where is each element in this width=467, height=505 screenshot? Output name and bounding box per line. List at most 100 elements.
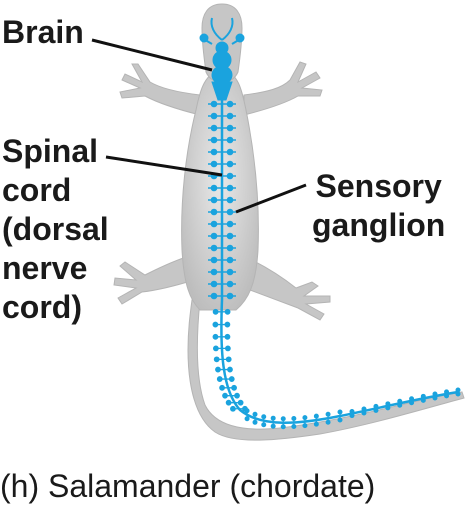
- ganglion: [219, 384, 225, 391]
- ganglion: [337, 417, 343, 423]
- ganglion: [210, 160, 218, 168]
- ganglion: [302, 415, 308, 421]
- ganglion: [212, 321, 219, 328]
- brain-lobe-2: [211, 65, 233, 85]
- ganglion: [226, 244, 234, 252]
- brain-label: Brain: [2, 14, 84, 50]
- ganglion: [325, 411, 331, 417]
- sensory-ganglion-label: Sensory ganglion: [312, 168, 446, 243]
- ganglion: [210, 148, 218, 156]
- ganglion: [280, 424, 286, 430]
- ganglion: [215, 366, 221, 373]
- eye-right: [235, 33, 245, 43]
- figure-caption: (h) Salamander (chordate): [0, 468, 376, 504]
- ganglion: [224, 345, 231, 352]
- ganglion: [210, 244, 218, 252]
- ganglion: [210, 220, 218, 228]
- ganglion: [325, 419, 331, 425]
- ganglion: [226, 196, 234, 204]
- ganglion: [252, 411, 258, 417]
- ganglion: [212, 345, 219, 352]
- tail: [187, 299, 465, 441]
- ganglion: [337, 409, 343, 415]
- ganglion: [234, 392, 240, 399]
- ganglion: [349, 409, 355, 415]
- ganglion: [349, 413, 355, 419]
- front-left-leg: [119, 63, 201, 116]
- ganglion: [210, 136, 218, 144]
- segmental-nerves: [208, 100, 461, 430]
- ganglion: [210, 184, 218, 192]
- ganglion: [313, 421, 319, 427]
- back-right-leg: [249, 259, 331, 321]
- ganglion: [226, 256, 234, 264]
- brain-stem: [211, 81, 233, 101]
- ganglion: [455, 391, 461, 397]
- ganglion: [409, 396, 415, 402]
- ganglion: [291, 424, 297, 430]
- salamander-body: [113, 3, 465, 441]
- ganglion: [225, 399, 232, 406]
- ganglion: [226, 100, 234, 108]
- spinal-cord-label: Spinal cord (dorsal nerve cord): [2, 133, 109, 325]
- ganglion: [212, 333, 219, 340]
- ganglion: [228, 376, 235, 382]
- nervous-system: [199, 17, 461, 430]
- ganglion: [397, 402, 403, 408]
- ganglion: [444, 393, 450, 399]
- ganglion: [226, 160, 234, 168]
- ganglion: [226, 292, 234, 300]
- ganglion: [226, 208, 234, 216]
- olfactory-nerves: [201, 17, 243, 45]
- ganglion: [210, 112, 218, 120]
- eye-left: [199, 33, 209, 43]
- ganglion: [373, 407, 379, 413]
- ganglion: [226, 220, 234, 228]
- ganglion: [210, 208, 218, 216]
- back-left-leg: [113, 254, 195, 305]
- ganglion: [210, 124, 218, 132]
- brain-leader: [91, 38, 213, 72]
- ganglion: [432, 391, 438, 397]
- ganglion: [226, 124, 234, 132]
- ganglion: [212, 308, 219, 315]
- ganglion: [373, 403, 379, 409]
- ganglion: [244, 408, 250, 414]
- ganglion: [409, 400, 415, 406]
- ganglion: [385, 405, 391, 411]
- trunk: [181, 69, 259, 311]
- ganglion: [226, 148, 234, 156]
- ganglion: [210, 292, 218, 300]
- ganglion: [227, 366, 233, 373]
- ganglion: [224, 308, 231, 315]
- ganglion: [270, 423, 276, 429]
- leader-lines: [91, 38, 307, 214]
- front-right-leg: [243, 61, 323, 116]
- ganglion: [244, 416, 250, 422]
- ganglion: [226, 172, 234, 180]
- ganglion: [252, 419, 258, 425]
- ganglion: [225, 356, 232, 363]
- ganglion: [397, 398, 403, 404]
- ganglion: [231, 384, 237, 391]
- ganglion: [213, 356, 220, 363]
- ganglion: [261, 422, 267, 428]
- ganglion: [385, 401, 391, 407]
- spinal-cord-leader: [105, 155, 223, 177]
- ganglion: [261, 414, 267, 420]
- ganglion: [224, 333, 231, 340]
- ganglion: [226, 136, 234, 144]
- ganglion: [270, 415, 276, 421]
- ganglion: [432, 395, 438, 401]
- ganglion: [224, 321, 231, 328]
- ganglion: [210, 232, 218, 240]
- ganglion: [210, 268, 218, 276]
- ganglion: [455, 387, 461, 393]
- ganglion: [226, 268, 234, 276]
- ganglion: [226, 232, 234, 240]
- ganglion: [226, 112, 234, 120]
- ganglion: [361, 410, 367, 416]
- ganglion: [210, 196, 218, 204]
- ganglion: [420, 393, 426, 399]
